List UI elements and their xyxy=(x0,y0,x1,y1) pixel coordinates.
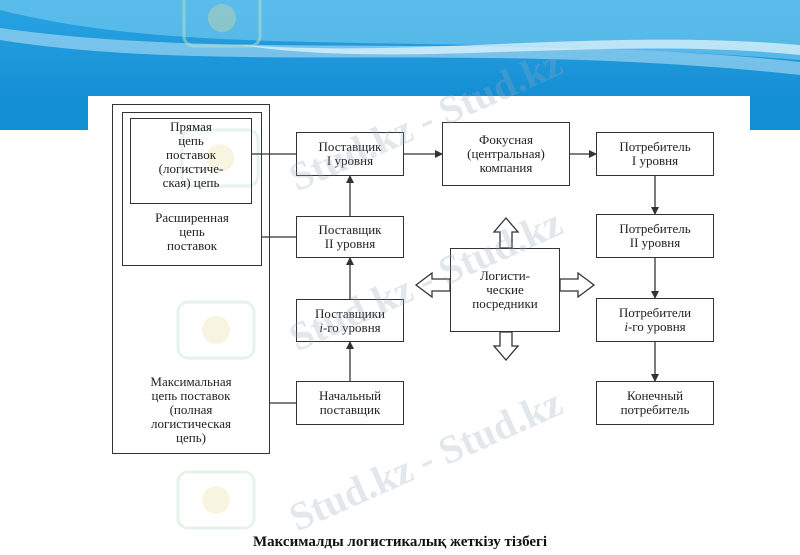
hollow-arrow-down xyxy=(492,331,520,361)
final-consumer-box: Конечный потребитель xyxy=(596,381,714,425)
focus-company-label: Фокусная (центральная) компания xyxy=(467,132,545,175)
supplier-tier1-label: Поставщик I уровня xyxy=(318,139,382,168)
hollow-arrow-right xyxy=(559,271,596,299)
initial-supplier-box: Начальный поставщик xyxy=(296,381,404,425)
hollow-arrow-up xyxy=(492,217,520,249)
direct-chain-frame xyxy=(130,118,252,204)
supplier-tier-i-line1: Поставщики xyxy=(315,305,385,321)
consumer-tier-i-suffix: -го уровня xyxy=(627,319,686,334)
supplier-tier-i-box: Поставщики i-го уровня xyxy=(296,299,404,342)
initial-supplier-label: Начальный поставщик xyxy=(318,388,382,417)
hollow-arrow-left xyxy=(414,271,451,299)
maximal-chain-label: Максимальная цепь поставок (полная логис… xyxy=(150,374,232,445)
consumer-tier2-label: Потребитель II уровня xyxy=(619,221,691,250)
figure-caption: Максималды логистикалық жеткізу тізбегі xyxy=(252,534,548,550)
consumer-tier-i-box: Потребители i-го уровня xyxy=(596,298,714,342)
direct-chain-label: Прямая цепь поставок (логистиче- ская) ц… xyxy=(158,119,224,190)
supplier-tier-i-suffix: -го уровня xyxy=(322,319,381,335)
supplier-tier2-box: Поставщик II уровня xyxy=(296,216,404,258)
consumer-tier2-box: Потребитель II уровня xyxy=(596,214,714,258)
extended-chain-frame xyxy=(122,112,262,266)
consumer-tier-i-italic: i xyxy=(624,319,628,334)
final-consumer-label: Конечный потребитель xyxy=(620,388,690,417)
consumer-tier-i-line1: Потребители xyxy=(618,305,692,320)
consumer-tier1-box: Потребитель I уровня xyxy=(596,132,714,176)
intermediaries-label: Логисти- ческие посредники xyxy=(472,268,538,311)
focus-company-box: Фокусная (центральная) компания xyxy=(442,122,570,186)
extended-chain-label: Расширенная цепь поставок xyxy=(155,210,229,253)
supplier-tier1-box: Поставщик I уровня xyxy=(296,132,404,176)
supplier-tier2-label: Поставщик II уровня xyxy=(318,222,382,251)
maximal-chain-frame xyxy=(112,104,270,454)
supplier-tier-i-italic: i xyxy=(319,319,323,335)
intermediaries-box: Логисти- ческие посредники xyxy=(450,248,560,332)
consumer-tier1-label: Потребитель I уровня xyxy=(619,139,691,168)
